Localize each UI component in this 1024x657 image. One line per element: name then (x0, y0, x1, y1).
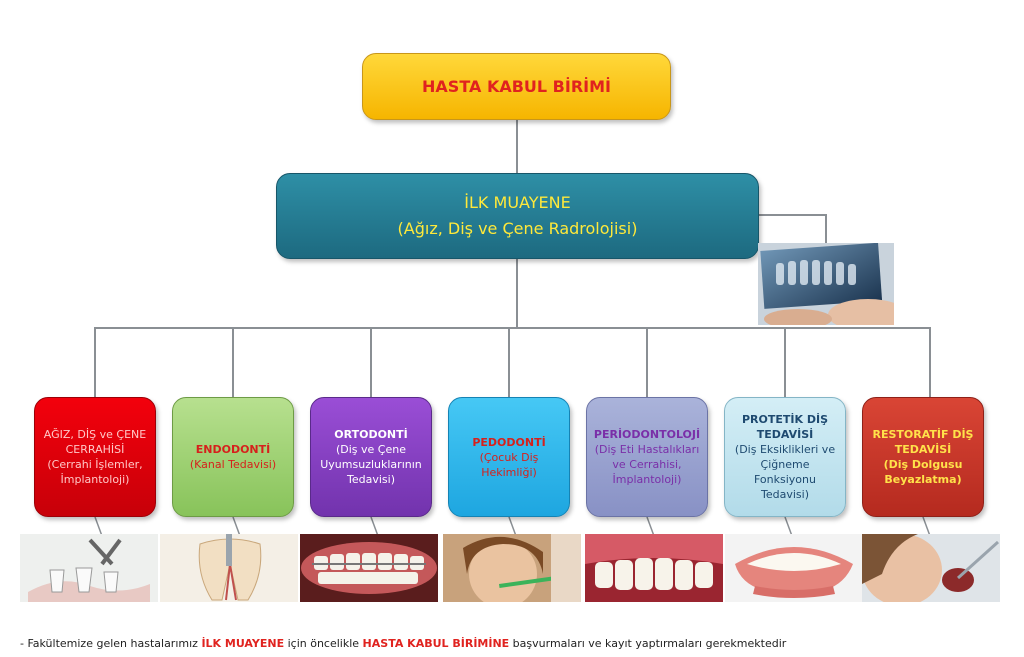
dental-xray-photo (758, 243, 894, 325)
dept-pedodontics-title: PEDODONTİ (472, 435, 546, 449)
connector-drop-6 (929, 327, 931, 397)
root-canal-illustration (160, 534, 298, 602)
connector-xray-v (825, 214, 827, 244)
first-examination-title: İLK MUAYENE (464, 193, 571, 212)
child-brushing-photo (443, 534, 581, 602)
patient-admission-label: HASTA KABUL BİRİMİ (422, 77, 611, 96)
first-examination-box: İLK MUAYENE (Ağız, Diş ve Çene Radroloji… (276, 173, 759, 259)
connector-drop-4 (646, 327, 648, 397)
footer-highlight-exam: İLK MUAYENE (201, 637, 285, 650)
footer-middle: için öncelikle (284, 637, 363, 650)
footer-suffix: başvurmaları ve kayıt yaptırmaları gerek… (509, 637, 787, 650)
dept-endodontics-title: ENDODONTİ (195, 443, 271, 456)
dept-restorative-detail: (Diş Dolgusu Beyazlatma) (883, 458, 963, 486)
connector-exam-to-bus (516, 259, 518, 327)
dept-endodontics: ENDODONTİ (Kanal Tedavisi) (172, 397, 294, 517)
braces-photo (300, 534, 438, 602)
footer-note: - Fakültemize gelen hastalarımız İLK MUA… (20, 637, 786, 650)
patient-admission-box: HASTA KABUL BİRİMİ (362, 53, 671, 120)
connector-drop-3 (508, 327, 510, 397)
dental-exam-photo (862, 534, 1000, 602)
gums-photo (585, 534, 723, 602)
connector-xray-h (759, 214, 826, 216)
dept-periodontology: PERİODONTOLOJİ (Diş Eti Hastalıkları ve … (586, 397, 708, 517)
dept-periodontology-detail: (Diş Eti Hastalıkları ve Cerrahisi, İmpl… (594, 443, 700, 486)
first-examination-subtitle: (Ağız, Diş ve Çene Radrolojisi) (397, 219, 638, 238)
dept-periodontology-title: PERİODONTOLOJİ (593, 428, 701, 441)
dept-orthodontics-detail: (Diş ve Çene Uyumsuzluklarının Tedavisi) (320, 443, 422, 486)
dept-restorative: RESTORATİF DİŞ TEDAVİSİ (Diş Dolgusu Bey… (862, 397, 984, 517)
connector-bus (94, 327, 931, 329)
denture-photo (725, 534, 863, 602)
dept-restorative-title: RESTORATİF DİŞ TEDAVİSİ (872, 428, 974, 456)
connector-drop-0 (94, 327, 96, 397)
dept-prosthodontics-detail: (Diş Eksiklikleri ve Çiğneme Fonksiyonu … (734, 443, 836, 501)
dept-orthodontics: ORTODONTİ (Diş ve Çene Uyumsuzluklarının… (310, 397, 432, 517)
dept-oral-surgery-detail: (Cerrahi İşlemler, İmplantoloji) (47, 458, 143, 486)
dept-prosthodontics: PROTETİK DİŞ TEDAVİSİ (Diş Eksiklikleri … (724, 397, 846, 517)
dept-prosthodontics-title: PROTETİK DİŞ TEDAVİSİ (742, 413, 828, 441)
connector-drop-5 (784, 327, 786, 397)
connector-drop-1 (232, 327, 234, 397)
footer-highlight-admission: HASTA KABUL BİRİMİNE (362, 637, 510, 650)
dept-pedodontics: PEDODONTİ (Çocuk Diş Hekimliği) (448, 397, 570, 517)
footer-prefix: - Fakültemize gelen hastalarımız (20, 637, 202, 650)
dept-oral-surgery-title: AĞIZ, DİŞ ve ÇENE CERRAHİSİ (43, 428, 147, 456)
dept-oral-surgery: AĞIZ, DİŞ ve ÇENE CERRAHİSİ (Cerrahi İşl… (34, 397, 156, 517)
tooth-extraction-illustration (20, 534, 158, 602)
connector-drop-2 (370, 327, 372, 397)
dept-pedodontics-detail: (Çocuk Diş Hekimliği) (479, 450, 539, 479)
connector-top-to-exam (516, 120, 518, 173)
dept-orthodontics-title: ORTODONTİ (334, 428, 408, 441)
dept-endodontics-detail: (Kanal Tedavisi) (189, 458, 277, 471)
